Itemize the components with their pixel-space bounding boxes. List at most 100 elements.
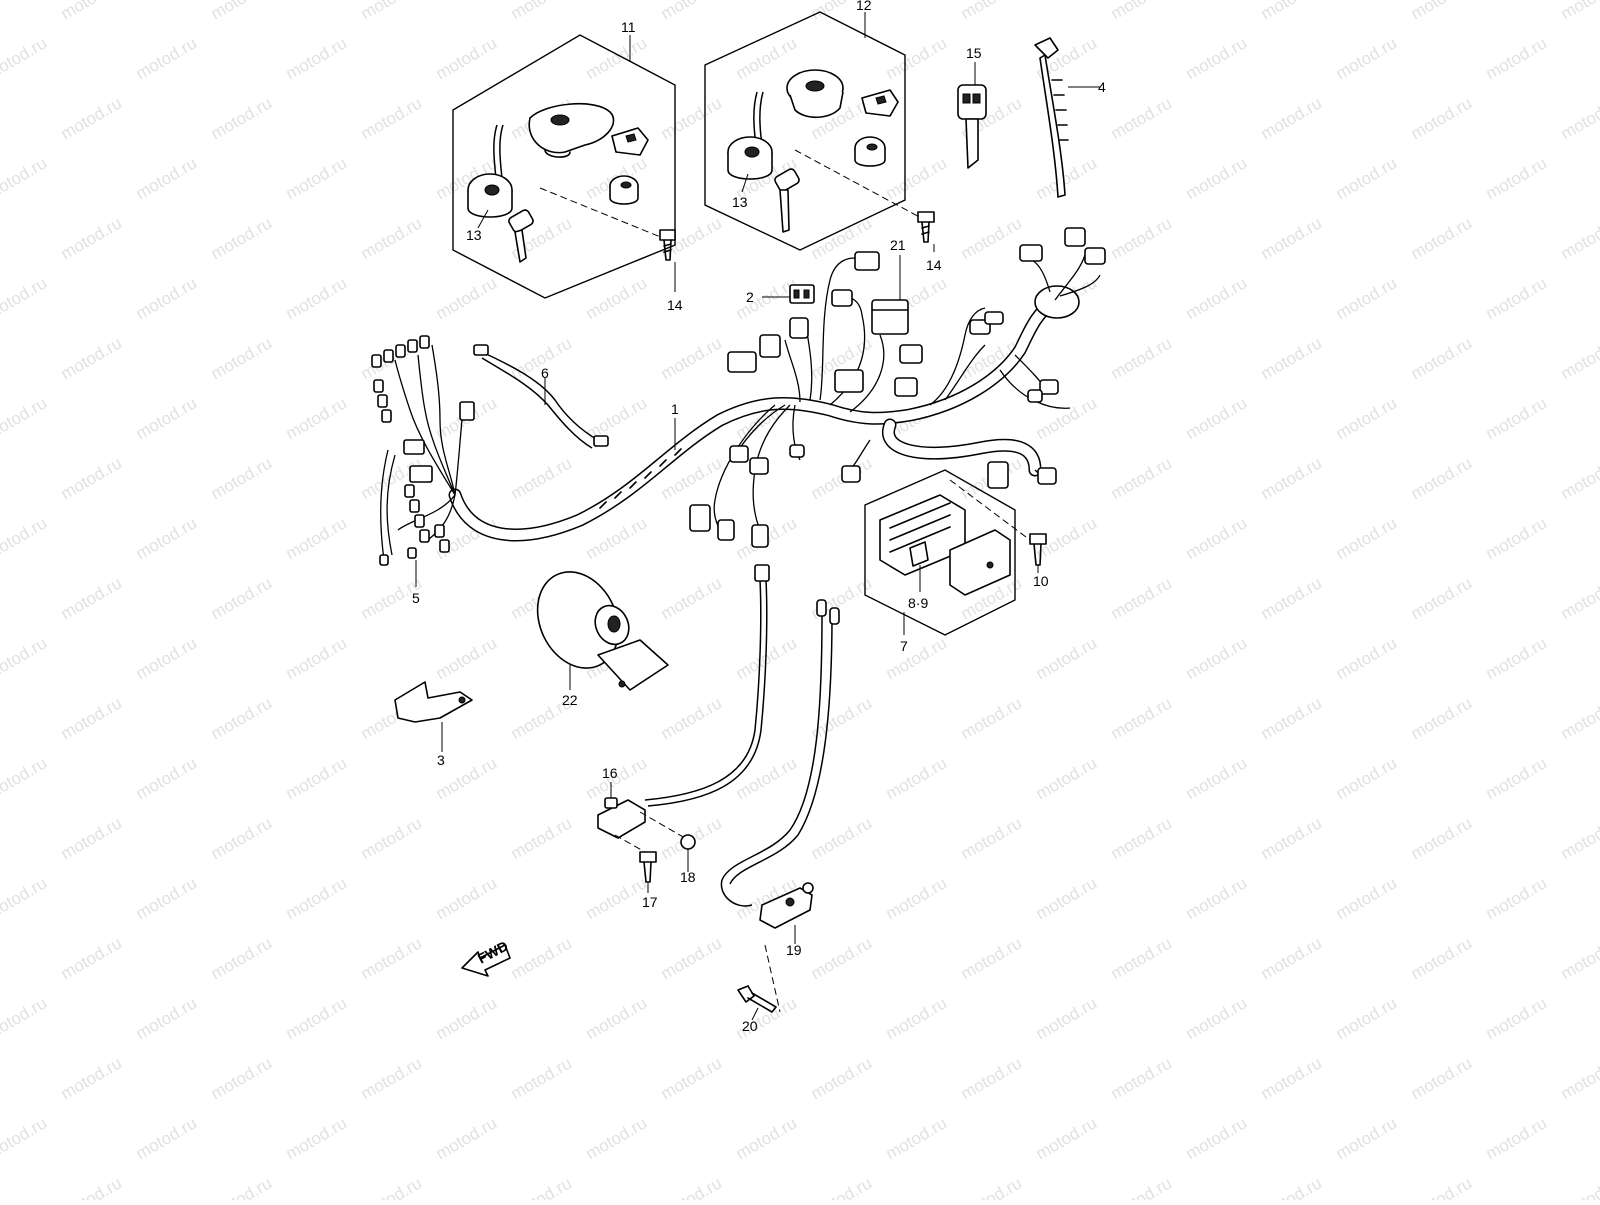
- watermark-text: motod.ru: [1183, 1113, 1251, 1163]
- coupler-icon: [750, 458, 768, 474]
- watermark-text: motod.ru: [808, 933, 876, 983]
- callout-12: 12: [856, 0, 872, 13]
- watermark-text: motod.ru: [283, 393, 351, 443]
- bullet-connector-icon: [474, 345, 488, 355]
- watermark-text: motod.ru: [133, 513, 201, 563]
- watermark-text: motod.ru: [658, 0, 726, 23]
- coupler-icon: [985, 312, 1003, 324]
- screw-icon: [918, 212, 934, 242]
- watermark-text: motod.ru: [1033, 393, 1101, 443]
- callout-6: 6: [541, 365, 549, 381]
- coupler-icon: [900, 345, 922, 363]
- watermark-text: motod.ru: [58, 213, 126, 263]
- watermark-text: motod.ru: [958, 213, 1026, 263]
- watermark-text: motod.ru: [0, 153, 50, 203]
- watermark-text: motod.ru: [1108, 693, 1176, 743]
- watermark-text: motod.ru: [1408, 813, 1476, 863]
- callout-21: 21: [890, 237, 906, 253]
- watermark-text: motod.ru: [1033, 873, 1101, 923]
- watermark-text: motod.ru: [433, 633, 501, 683]
- watermark-text: motod.ru: [1333, 873, 1401, 923]
- watermark-text: motod.ru: [133, 33, 201, 83]
- harness-connectors: [690, 228, 1105, 547]
- callout-14b: 14: [926, 257, 942, 273]
- watermark-text: motod.ru: [0, 633, 50, 683]
- watermark-text: motod.ru: [1258, 333, 1326, 383]
- coupler-icon: [988, 462, 1008, 488]
- watermark-text: motod.ru: [1333, 273, 1401, 323]
- watermark-text: motod.ru: [1558, 933, 1600, 983]
- watermark-text: motod.ru: [133, 153, 201, 203]
- watermark-text: motod.ru: [1483, 33, 1551, 83]
- watermark-text: motod.ru: [1483, 273, 1551, 323]
- watermark-text: motod.ru: [1333, 1113, 1401, 1163]
- watermark-text: motod.ru: [1183, 393, 1251, 443]
- watermark-text: motod.ru: [883, 633, 951, 683]
- watermark-text: motod.ru: [1408, 93, 1476, 143]
- watermark-text: motod.ru: [1258, 933, 1326, 983]
- watermark-text: motod.ru: [58, 813, 126, 863]
- watermark-text: motod.ru: [1333, 153, 1401, 203]
- watermark-text: motod.ru: [58, 1173, 126, 1200]
- coupler-icon: [730, 446, 748, 462]
- watermark-text: motod.ru: [1558, 213, 1600, 263]
- watermark-text: motod.ru: [883, 753, 951, 803]
- watermark-text: motod.ru: [58, 933, 126, 983]
- watermark-text: motod.ru: [58, 453, 126, 503]
- watermark-text: motod.ru: [358, 1173, 426, 1200]
- watermark-text: motod.ru: [1408, 573, 1476, 623]
- watermark-text: motod.ru: [583, 513, 651, 563]
- callout-2: 2: [746, 289, 754, 305]
- watermark-text: motod.ru: [0, 1113, 50, 1163]
- watermark-text: motod.ru: [1183, 753, 1251, 803]
- watermark-text: motod.ru: [1033, 1113, 1101, 1163]
- callout-15: 15: [966, 45, 982, 61]
- watermark-text: motod.ru: [208, 693, 276, 743]
- coupler-icon: [1065, 228, 1085, 246]
- watermark-text: motod.ru: [283, 753, 351, 803]
- watermark-text: motod.ru: [1408, 333, 1476, 383]
- watermark-text: motod.ru: [1183, 33, 1251, 83]
- coupler-icon: [690, 505, 710, 531]
- key-icon: [958, 62, 986, 168]
- coupler-icon: [718, 520, 734, 540]
- callout-16: 16: [602, 765, 618, 781]
- watermark-text: motod.ru: [208, 0, 276, 23]
- watermark-text: motod.ru: [1183, 273, 1251, 323]
- watermark-text: motod.ru: [1108, 573, 1176, 623]
- watermark-text: motod.ru: [508, 933, 576, 983]
- watermark-text: motod.ru: [1033, 753, 1101, 803]
- callout-19: 19: [786, 942, 802, 958]
- watermark-text: motod.ru: [133, 753, 201, 803]
- watermark-text: motod.ru: [1108, 1053, 1176, 1103]
- watermark-text: motod.ru: [583, 273, 651, 323]
- watermark-text: motod.ru: [358, 93, 426, 143]
- watermark-text: motod.ru: [1108, 333, 1176, 383]
- watermark-text: motod.ru: [1558, 1173, 1600, 1200]
- watermark-text: motod.ru: [508, 0, 576, 23]
- watermark-text: motod.ru: [433, 873, 501, 923]
- watermark-text: motod.ru: [283, 1113, 351, 1163]
- watermark-text: motod.ru: [1183, 153, 1251, 203]
- callout-10: 10: [1033, 573, 1049, 589]
- watermark-text: motod.ru: [1258, 1053, 1326, 1103]
- watermark-text: motod.ru: [658, 333, 726, 383]
- watermark-text: motod.ru: [208, 933, 276, 983]
- watermark-text: motod.ru: [883, 33, 951, 83]
- regulator-group-7: [865, 470, 1046, 635]
- watermark-text: motod.ru: [1108, 0, 1176, 23]
- ignition-switch-icon: [728, 92, 772, 179]
- watermark-text: motod.ru: [1258, 93, 1326, 143]
- callout-14a: 14: [667, 297, 683, 313]
- watermark-text: motod.ru: [0, 273, 50, 323]
- callout-3: 3: [437, 752, 445, 768]
- watermark-text: motod.ru: [808, 1053, 876, 1103]
- lock-cylinder-icon: [610, 176, 638, 204]
- grommet-icon: [1035, 286, 1079, 318]
- watermark-text: motod.ru: [1408, 453, 1476, 503]
- watermark-text: motod.ru: [433, 33, 501, 83]
- watermark-text: motod.ru: [433, 1113, 501, 1163]
- watermark-text: motod.ru: [1558, 93, 1600, 143]
- watermark-text: motod.ru: [1033, 993, 1101, 1043]
- watermark-text: motod.ru: [1258, 213, 1326, 263]
